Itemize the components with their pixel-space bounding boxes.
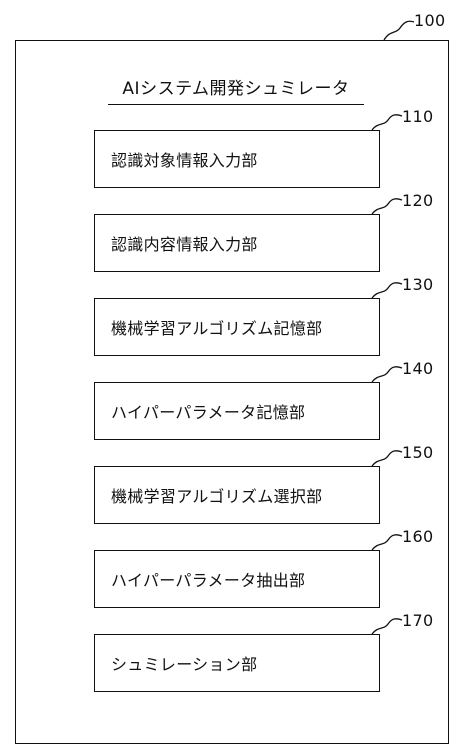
component-label: シュミレーション部 (111, 655, 258, 674)
leader-line-100 (383, 20, 415, 41)
component-reference-number: 150 (402, 443, 434, 462)
component-reference-number: 160 (402, 527, 434, 546)
component-label: 認識対象情報入力部 (111, 151, 258, 170)
component-box-140: ハイパーパラメータ記憶部 (94, 382, 380, 440)
component-label: 機械学習アルゴリズム記憶部 (111, 319, 323, 338)
component-box-110: 認識対象情報入力部 (94, 130, 380, 188)
title-underline (108, 104, 364, 105)
component-reference-number: 120 (402, 191, 434, 210)
component-label: 認識内容情報入力部 (111, 235, 258, 254)
diagram-title: AIシステム開発シュミレータ (122, 79, 350, 99)
component-box-150: 機械学習アルゴリズム選択部 (94, 466, 380, 524)
component-reference-number: 170 (402, 611, 434, 630)
component-box-170: シュミレーション部 (94, 634, 380, 692)
component-box-160: ハイパーパラメータ抽出部 (94, 550, 380, 608)
component-reference-number: 110 (402, 107, 434, 126)
component-label: ハイパーパラメータ記憶部 (111, 403, 306, 422)
component-box-120: 認識内容情報入力部 (94, 214, 380, 272)
component-reference-number: 140 (402, 359, 434, 378)
component-reference-number: 130 (402, 275, 434, 294)
component-label: ハイパーパラメータ抽出部 (111, 571, 306, 590)
simulator-frame (15, 40, 449, 744)
component-label: 機械学習アルゴリズム選択部 (111, 487, 323, 506)
component-box-130: 機械学習アルゴリズム記憶部 (94, 298, 380, 356)
frame-reference-number: 100 (414, 11, 446, 30)
